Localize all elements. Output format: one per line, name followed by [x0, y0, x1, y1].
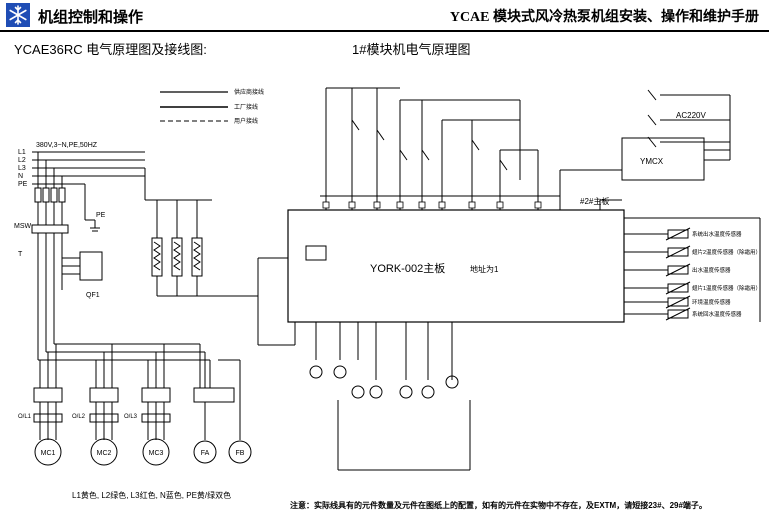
- sensor-label-6: 系统回水温度传感器: [692, 310, 742, 318]
- motor-label-1: MC1: [41, 450, 56, 457]
- legend-label-user: 用户接线: [234, 117, 258, 125]
- ac-supply-label: AC220V: [676, 111, 706, 120]
- bus-label-l3: L3: [18, 165, 26, 172]
- sensor-label-1: 系统出水温度传感器: [692, 230, 742, 238]
- footer-note: 注意：实际线具有的元件数量及元件在图纸上的配置，如有的元件在实物中不存在，及EX…: [290, 501, 707, 510]
- bus-label-n: N: [18, 173, 23, 180]
- pe-label: PE: [96, 212, 106, 219]
- module-label: YMCX: [640, 157, 664, 166]
- fan-label-b: FB: [236, 450, 245, 457]
- bus-label-l1: L1: [18, 149, 26, 156]
- main-board-label: YORK-002主板: [370, 261, 445, 275]
- olr-label-2: O/L2: [72, 414, 86, 420]
- fan-label-a: FA: [201, 450, 210, 457]
- transformer-label: T: [18, 251, 23, 258]
- legend-label-factory: 工厂接线: [234, 103, 258, 111]
- breaker-label: QF1: [86, 292, 100, 299]
- diagram-subtitle: YCAE36RC 电气原理图及接线图:: [14, 42, 207, 57]
- snowflake-logo-icon: [6, 3, 30, 27]
- motor-label-3: MC3: [149, 450, 164, 457]
- power-supply-label: 380V,3~N,PE,50HZ: [36, 142, 98, 149]
- header-right-title: YCAE 模块式风冷热泵机组安装、操作和维护手册: [449, 10, 759, 25]
- bus-label-l2: L2: [18, 157, 26, 164]
- sensor-label-2: 翅片2温度传感器（除霜用）: [692, 248, 761, 256]
- sensor-label-4: 翅片1温度传感器（除霜用）: [692, 284, 761, 292]
- diagram-module-title: 1#模块机电气原理图: [352, 42, 471, 57]
- electrical-schematic: 供应商接线 工厂接线 用户接线 380V,3~N,PE,50HZ L1 L2 L…: [14, 87, 761, 471]
- motor-label-2: MC2: [97, 450, 112, 457]
- header-left-title: 机组控制和操作: [38, 9, 144, 26]
- msw-label: MSW: [14, 223, 32, 230]
- bus-label-pe: PE: [18, 181, 28, 188]
- olr-label-3: O/L3: [124, 414, 138, 420]
- wire-color-note: L1黄色, L2绿色, L3红色, N蓝色, PE黄/绿双色: [72, 491, 232, 500]
- sensor-label-3: 出水温度传感器: [692, 266, 731, 274]
- olr-label-1: O/L1: [18, 414, 32, 420]
- sensor-label-5: 环境温度传感器: [692, 298, 731, 306]
- legend-label-supplier: 供应商接线: [234, 88, 264, 96]
- address-label: 地址为1: [470, 264, 499, 274]
- master-board-label: #2#主板: [580, 196, 609, 206]
- page-header: 机组控制和操作 YCAE 模块式风冷热泵机组安装、操作和维护手册: [0, 0, 769, 32]
